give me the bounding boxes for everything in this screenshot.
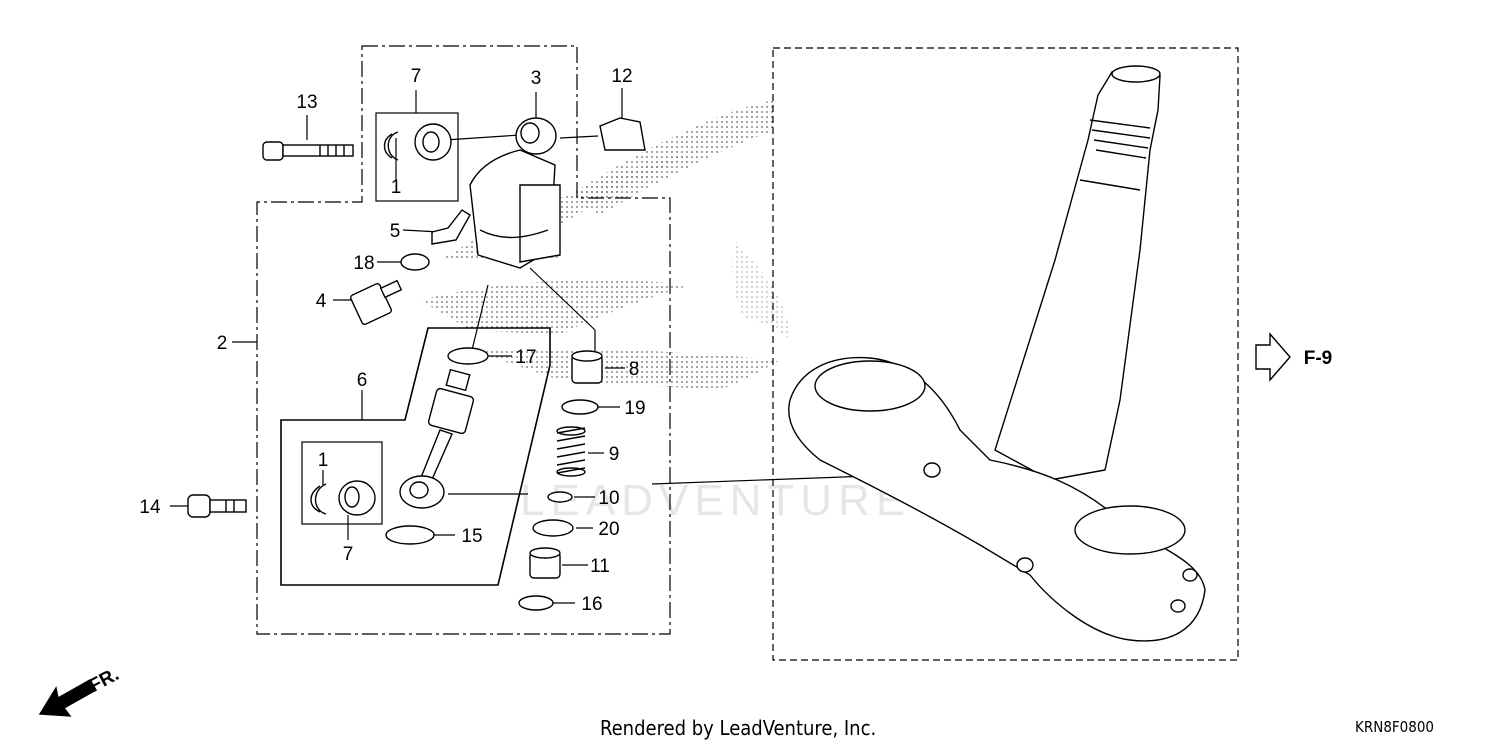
circlip-lower-icon — [310, 483, 327, 515]
bushing-top-icon — [414, 123, 452, 161]
callout-1-lower: 1 — [318, 450, 329, 471]
valve-5-icon — [431, 209, 471, 245]
bolt-13-icon — [262, 141, 354, 161]
o-ring-18-icon — [400, 253, 430, 271]
callout-19: 19 — [624, 398, 645, 419]
bolt-14-icon — [187, 494, 247, 518]
callout-2: 2 — [217, 333, 228, 354]
washer-10-icon — [547, 491, 573, 503]
callout-15: 15 — [461, 526, 482, 547]
callout-8: 8 — [629, 359, 640, 380]
callout-4: 4 — [316, 291, 327, 312]
shock-rod-6-icon — [399, 368, 475, 509]
front-direction-arrow-icon — [38, 679, 97, 717]
callout-3: 3 — [531, 68, 542, 89]
callout-labels: 7 1 3 12 13 5 18 4 2 17 6 8 19 9 1 10 14… — [86, 66, 1332, 697]
cap-4-icon — [350, 279, 403, 325]
callout-1-top: 1 — [391, 177, 402, 198]
f9-reference-arrow-icon — [1255, 332, 1291, 382]
cap-8-icon — [571, 350, 603, 384]
callout-5: 5 — [390, 221, 401, 242]
steering-stem-assembly-icon — [788, 65, 1206, 642]
callout-14: 14 — [139, 497, 161, 518]
callout-12: 12 — [611, 66, 632, 87]
f9-reference-label: F-9 — [1304, 348, 1333, 369]
callout-13: 13 — [296, 92, 317, 113]
callout-9: 9 — [609, 444, 620, 465]
callout-7-lower: 7 — [343, 544, 354, 565]
nut-11-icon — [529, 547, 561, 579]
o-ring-17-icon — [447, 347, 489, 365]
callout-17: 17 — [515, 347, 536, 368]
callout-16: 16 — [581, 594, 602, 615]
group-outlines — [256, 45, 1239, 661]
ring-20-icon — [532, 519, 574, 537]
boot-12-icon — [599, 117, 646, 151]
ring-16-icon — [518, 595, 554, 611]
callout-10: 10 — [598, 488, 619, 509]
leadventure-watermark: LEADVENTURE — [520, 476, 911, 525]
spring-9-icon — [556, 426, 586, 477]
render-credit: Rendered by LeadVenture, Inc. — [600, 716, 877, 740]
shock-body-3-icon — [469, 117, 561, 269]
ring-19-icon — [561, 399, 599, 415]
callout-18: 18 — [353, 253, 374, 274]
bushing-lower-icon — [338, 480, 376, 516]
circlip-top-icon — [383, 131, 399, 161]
callout-11: 11 — [590, 556, 610, 577]
ring-15-icon — [385, 525, 435, 545]
callout-6: 6 — [357, 370, 368, 391]
part-shapes — [38, 65, 1291, 717]
callout-7-top: 7 — [411, 66, 422, 87]
callout-20: 20 — [598, 519, 619, 540]
diagram-code: KRN8F0800 — [1355, 718, 1434, 736]
